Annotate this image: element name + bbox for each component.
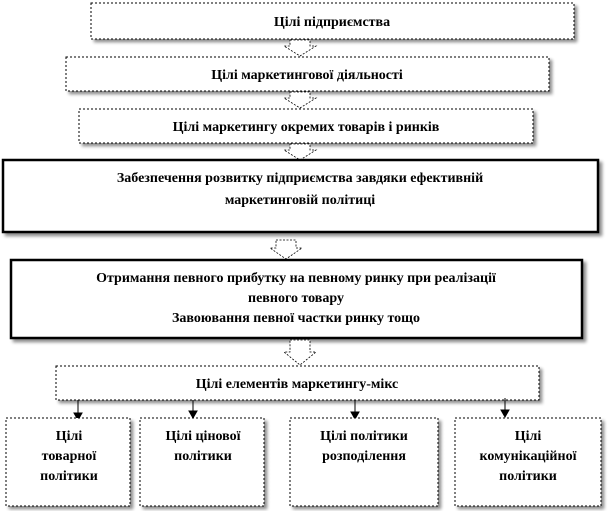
box-marketing-mix-goals: Цілі елементів маркетингу-мікс [55,365,540,401]
communication-policy-line-1: Цілі [515,429,542,444]
marketing-activity-goals-label: Цілі маркетингової діяльності [211,68,403,83]
profit-line-1: Отримання певного прибутку на певному ри… [96,271,496,286]
connector-arrow-distribution [350,400,360,421]
profit-line-2: певного товару [248,291,344,306]
development-line-2: маркетинговій політиці [225,193,375,208]
communication-policy-line-3: політики [499,469,557,484]
development-line-1: Забезпечення розвитку підприємства завдя… [117,171,483,186]
marketing-mix-goals-label: Цілі елементів маркетингу-мікс [196,377,399,392]
enterprise-goals-label: Цілі підприємства [274,15,390,30]
box-marketing-activity-goals: Цілі маркетингової діяльності [65,56,550,92]
box-communication-policy-goals: Цілі комунікаційної політики [454,417,602,507]
box-enterprise-goals: Цілі підприємства [90,2,575,40]
connector-arrow-price [188,400,198,420]
box-products-markets-goals: Цілі маркетингу окремих товарів і ринків [78,108,534,144]
product-policy-line-3: політики [40,469,98,484]
block-arrow-1 [282,39,318,57]
box-profit: Отримання певного прибутку на певному ри… [9,258,584,340]
box-distribution-policy-goals: Цілі політики розподілення [289,417,439,507]
connector-arrow-product [73,400,83,422]
price-policy-line-2: політики [174,449,232,464]
connector-arrows [73,398,510,422]
product-policy-line-2: товарної [42,449,97,464]
box-development: Забезпечення розвитку підприємства завдя… [1,158,600,234]
block-arrow-4 [268,239,304,260]
box-product-policy-goals: Цілі товарної політики [5,417,131,507]
products-markets-goals-label: Цілі маркетингу окремих товарів і ринків [173,120,440,135]
profit-line-3: Завоювання певної частки ринку тощо [172,311,420,326]
product-policy-line-1: Цілі [56,429,83,444]
distribution-policy-line-2: розподілення [322,449,406,464]
price-policy-line-1: Цілі цінової [165,429,240,444]
communication-policy-line-2: комунікаційної [480,449,577,464]
connector-arrow-communication [500,398,510,419]
box-price-policy-goals: Цілі цінової політики [139,417,265,507]
block-arrow-3 [282,143,318,161]
distribution-policy-line-1: Цілі політики [320,429,408,444]
block-arrow-5 [282,339,318,366]
block-arrow-2 [282,91,318,109]
